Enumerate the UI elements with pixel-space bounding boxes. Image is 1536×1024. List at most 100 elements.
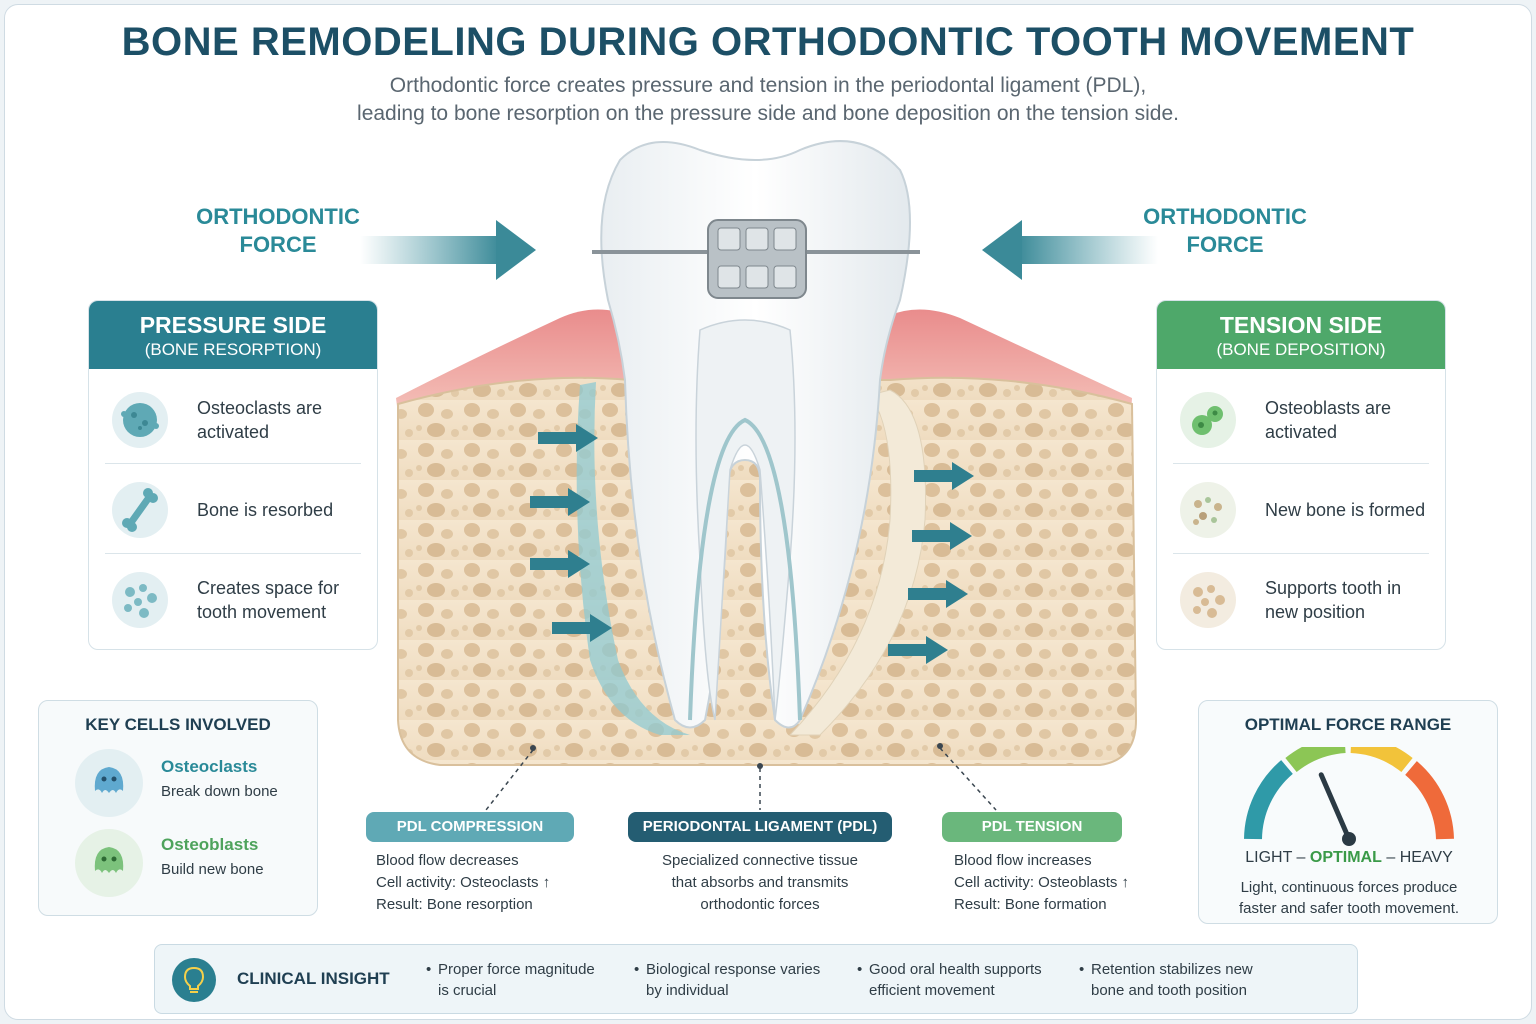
- page-title: BONE REMODELING DURING ORTHODONTIC TOOTH…: [121, 20, 1415, 64]
- force-dash-1: –: [1296, 849, 1306, 866]
- pressure-item-bone: Bone is resorbed: [105, 465, 361, 555]
- pdl-tension-details: Blood flow increases Cell activity: Oste…: [954, 850, 1129, 916]
- pdl-tension-line-1: Blood flow increases: [954, 852, 1092, 869]
- tension-item-3-line-1: Supports tooth in: [1265, 578, 1402, 598]
- tension-item-1-line-1: Osteoblasts are: [1265, 398, 1392, 418]
- pdl-compression-zone: [576, 382, 690, 735]
- pdl-compression-details: Blood flow decreases Cell activity: Oste…: [376, 850, 550, 916]
- pdl-ligament-details: Specialized connective tissue that absor…: [620, 850, 900, 916]
- page-subtitle: Orthodontic force creates pressure and t…: [0, 72, 1536, 128]
- force-range-note: Light, continuous forces produce faster …: [1199, 877, 1499, 919]
- pdl-ligament-line-2: that absorbs and transmits: [671, 874, 849, 891]
- osteoblast-cell-icon: [1173, 388, 1243, 452]
- osteoblast-desc: Build new bone: [161, 861, 264, 878]
- osteoblast-name: Osteoblasts: [161, 835, 259, 854]
- pdl-ligament-line-3: orthodontic forces: [700, 896, 820, 913]
- leader-lines: [485, 747, 997, 811]
- dense-bone-icon: [1173, 568, 1243, 632]
- pressure-side-heading: PRESSURE SIDE: [139, 312, 327, 338]
- force-heavy-label: HEAVY: [1399, 849, 1453, 866]
- gauge-needle: [1318, 772, 1352, 842]
- pressure-side-header: PRESSURE SIDE (BONE RESORPTION): [89, 301, 377, 369]
- porous-bone-icon: [105, 568, 175, 632]
- key-cells-title: KEY CELLS INVOLVED: [85, 715, 271, 734]
- force-left-line-1: ORTHODONTIC: [196, 204, 360, 229]
- pdl-ligament-label: PERIODONTAL LIGAMENT (PDL): [628, 812, 892, 842]
- osteoblast-entry: Osteoblasts Build new bone: [161, 835, 264, 878]
- pressure-divider-1: [105, 463, 361, 464]
- insight-point-1-line-2: is crucial: [438, 982, 497, 999]
- force-note-line-2: faster and safer tooth movement.: [1238, 900, 1460, 917]
- pressure-item-osteoclasts-text: Osteoclasts are activated: [175, 396, 322, 444]
- insight-point-2-line-2: by individual: [646, 982, 729, 999]
- tension-item-new-bone: New bone is formed: [1173, 465, 1429, 555]
- pressure-item-space-text: Creates space for tooth movement: [175, 576, 339, 624]
- bracket: [707, 219, 807, 299]
- force-arrow-right: [982, 220, 1158, 280]
- force-right-line-1: ORTHODONTIC: [1143, 204, 1307, 229]
- tension-side-card: TENSION SIDE (BONE DEPOSITION) Osteoblas…: [1156, 300, 1446, 650]
- tension-item-new-bone-text: New bone is formed: [1243, 498, 1425, 522]
- pressure-item-bone-text: Bone is resorbed: [175, 498, 333, 522]
- tension-side-heading: TENSION SIDE: [1219, 312, 1383, 338]
- force-right-line-2: FORCE: [1186, 232, 1264, 257]
- subtitle-line-1: Orthodontic force creates pressure and t…: [389, 74, 1147, 97]
- subtitle-line-2: leading to bone resorption on the pressu…: [357, 102, 1179, 125]
- force-optimal-label: OPTIMAL: [1309, 849, 1382, 866]
- pressure-item-3-line-1: Creates space for: [197, 578, 340, 598]
- force-scale-labels: LIGHT – OPTIMAL – HEAVY: [1199, 849, 1499, 867]
- pressure-item-3-line-2: tooth movement: [197, 602, 327, 622]
- tension-item-support-text: Supports tooth in new position: [1243, 576, 1401, 624]
- gauge-hub: [1342, 832, 1356, 846]
- pdl-tension-line-3: Result: Bone formation: [954, 896, 1107, 913]
- force-label-right: ORTHODONTIC FORCE: [1115, 203, 1335, 259]
- force-note-line-1: Light, continuous forces produce: [1240, 879, 1458, 896]
- osteoblast-icon: [73, 827, 145, 904]
- tension-item-osteoblasts: Osteoblasts are activated: [1173, 375, 1429, 465]
- tension-side-subheading: (BONE DEPOSITION): [1216, 340, 1386, 359]
- pressure-item-1-line-1: Osteoclasts are: [197, 398, 323, 418]
- force-light-label: LIGHT: [1245, 849, 1293, 866]
- pressure-side-subheading: (BONE RESORPTION): [144, 340, 322, 359]
- tension-item-1-line-2: activated: [1265, 422, 1338, 442]
- bone-icon: [105, 478, 175, 542]
- osteoclast-icon: [73, 747, 145, 824]
- lightbulb-icon: [171, 957, 217, 1008]
- new-bone-icon: [1173, 478, 1243, 542]
- tension-item-3-line-2: new position: [1265, 602, 1366, 622]
- pdl-tension-label: PDL TENSION: [942, 812, 1122, 842]
- key-cells-box: KEY CELLS INVOLVED Osteoclasts Break dow…: [38, 700, 318, 916]
- pdl-compression-line-3: Result: Bone resorption: [376, 896, 533, 913]
- compression-arrows: [530, 424, 612, 642]
- pressure-item-2-line-1: Bone is resorbed: [197, 500, 334, 520]
- pressure-item-osteoclasts: Osteoclasts are activated: [105, 375, 361, 465]
- insight-point-3-line-1: Good oral health supports: [869, 961, 1042, 978]
- root-canal: [695, 319, 796, 721]
- force-range-title: OPTIMAL FORCE RANGE: [1244, 715, 1452, 734]
- force-arrow-left: [360, 220, 536, 280]
- pressure-side-card: PRESSURE SIDE (BONE RESORPTION) Osteocla…: [88, 300, 378, 650]
- tension-side-header: TENSION SIDE (BONE DEPOSITION): [1157, 301, 1445, 369]
- pressure-item-space: Creates space for tooth movement: [105, 555, 361, 645]
- tension-divider-1: [1173, 463, 1429, 464]
- osteoclast-name: Osteoclasts: [161, 757, 258, 776]
- tension-item-support: Supports tooth in new position: [1173, 555, 1429, 645]
- pressure-item-1-line-2: activated: [197, 422, 270, 442]
- force-left-line-2: FORCE: [239, 232, 317, 257]
- pdl-tension-line-2: Cell activity: Osteoblasts ↑: [954, 874, 1130, 891]
- force-gauge: [1244, 747, 1454, 846]
- pressure-divider-2: [105, 553, 361, 554]
- force-label-left: ORTHODONTIC FORCE: [168, 203, 388, 259]
- clinical-insight-label: CLINICAL INSIGHT: [237, 969, 390, 988]
- force-range-box: OPTIMAL FORCE RANGE LIGHT – OPTIMAL – HE…: [1198, 700, 1498, 924]
- insight-point-3-line-2: efficient movement: [869, 982, 995, 999]
- pdl-compression-label: PDL COMPRESSION: [366, 812, 574, 842]
- pdl-compression-line-1: Blood flow decreases: [376, 852, 519, 869]
- pdl-ligament-line-1: Specialized connective tissue: [662, 852, 858, 869]
- osteoclast-desc: Break down bone: [161, 783, 278, 800]
- insight-point-2-line-1: Biological response varies: [646, 961, 821, 978]
